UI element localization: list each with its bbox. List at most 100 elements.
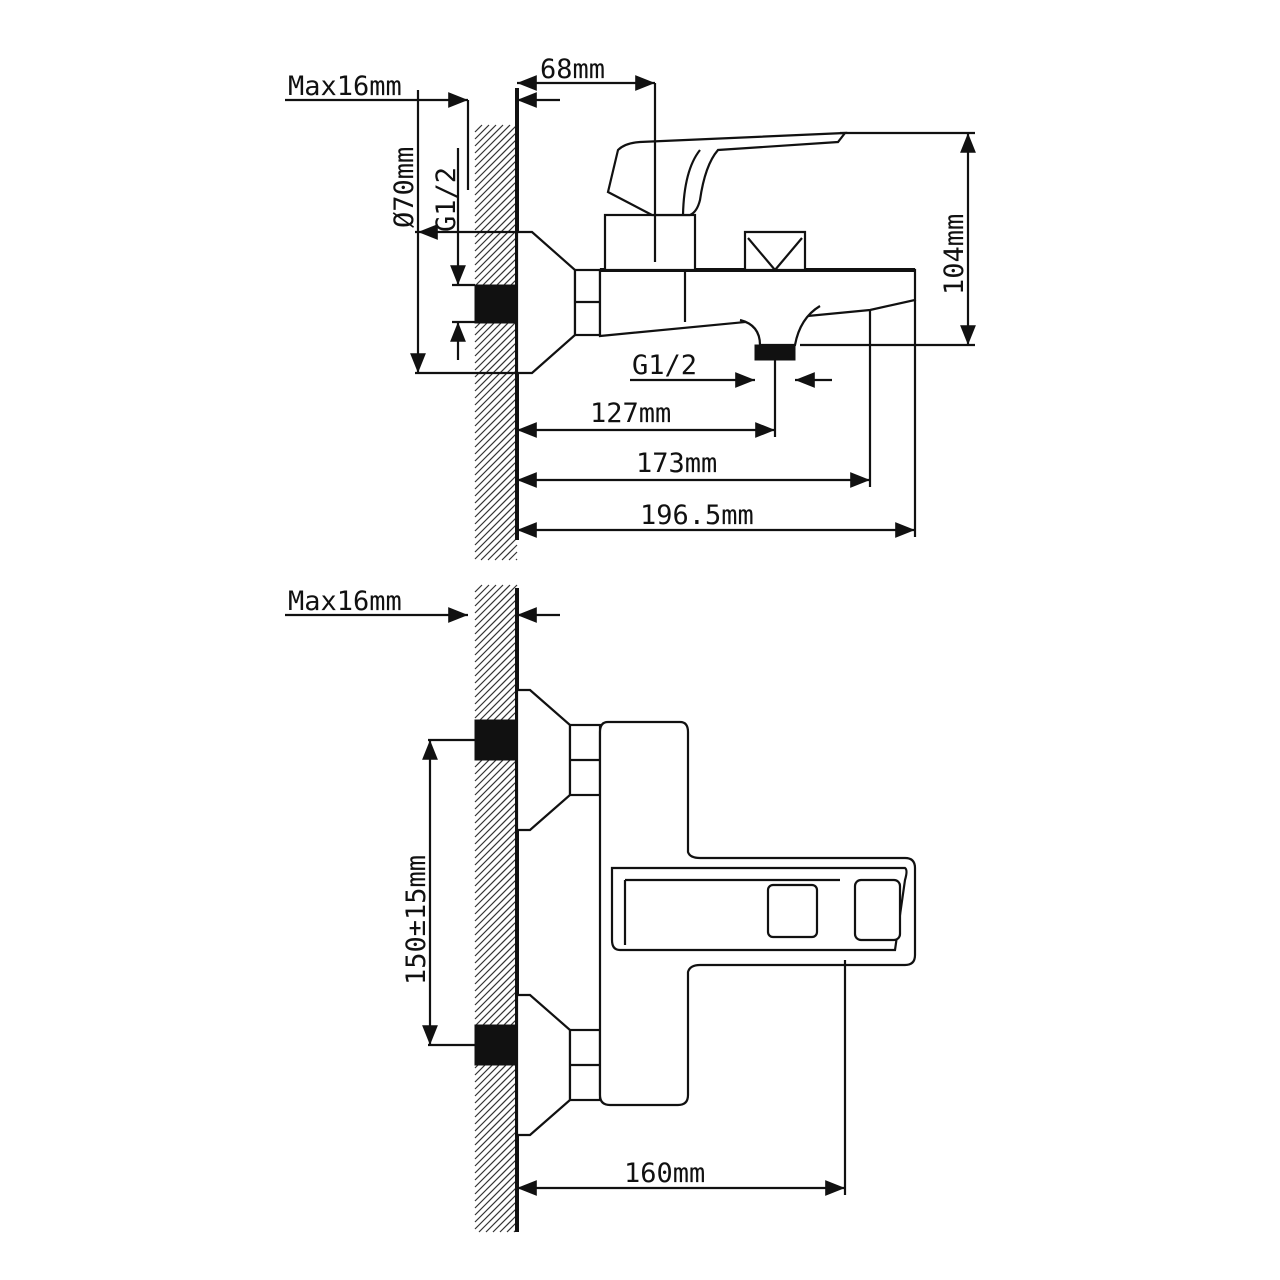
hatch-line xyxy=(474,584,497,607)
escutcheon-diameter-label: Ø70mm xyxy=(389,147,420,228)
hatch-line xyxy=(474,983,518,1027)
handle-offset-label: 68mm xyxy=(540,54,605,85)
hatch-line xyxy=(474,829,518,873)
side-view: Max16mm 68mm Ø70mm G1/2 104mm G1/2 127mm… xyxy=(285,54,976,561)
hatch-line xyxy=(474,124,518,168)
escutcheon-lower xyxy=(515,993,572,1137)
hatch-line xyxy=(474,794,518,838)
hatch-line xyxy=(474,1116,518,1160)
hatch-line xyxy=(474,327,518,371)
hatch-line xyxy=(474,145,518,189)
hatch-line xyxy=(474,152,518,196)
hatch-line xyxy=(474,369,518,413)
hatch-line xyxy=(474,612,518,656)
hatch-line xyxy=(474,857,518,901)
wall-inlet-block xyxy=(474,284,518,324)
hatch-line xyxy=(474,124,504,154)
outlet-thread-block xyxy=(754,344,796,361)
hatch-line xyxy=(474,124,497,147)
hatch-line xyxy=(515,558,518,561)
hatch-line xyxy=(474,187,518,231)
mixer-body-top xyxy=(598,720,917,1107)
hatch-line xyxy=(474,1081,518,1125)
hatch-line xyxy=(474,1165,518,1209)
hatch-line xyxy=(474,215,518,259)
hatch-line xyxy=(474,1158,518,1202)
hatch-line xyxy=(474,584,511,621)
diverter-square xyxy=(766,883,819,939)
hatch-line xyxy=(474,1130,518,1174)
hatch-line xyxy=(474,481,518,525)
hatch-line xyxy=(474,1172,518,1216)
hatch-line xyxy=(474,584,490,600)
hatch-line xyxy=(474,941,518,985)
hatch-line xyxy=(474,864,518,908)
hatch-line xyxy=(474,474,518,518)
hatch-line xyxy=(474,138,518,182)
hatch-line xyxy=(474,131,518,175)
hatch-line xyxy=(474,1123,518,1167)
hatch-line xyxy=(474,173,518,217)
hatch-line xyxy=(474,166,518,210)
lever-end-square xyxy=(853,878,902,942)
hatch-line xyxy=(478,1193,518,1233)
hatch-line xyxy=(474,822,518,866)
hatch-line xyxy=(474,976,518,1020)
hatch-line xyxy=(474,124,511,161)
hatch-line xyxy=(474,194,518,238)
hatch-line xyxy=(474,1095,518,1139)
max16-label-bottom: Max16mm xyxy=(288,586,402,617)
hatch-line xyxy=(474,383,518,427)
hatch-line xyxy=(474,605,518,649)
hatch-line xyxy=(474,1109,518,1153)
hatch-line xyxy=(474,654,518,698)
hatch-line xyxy=(474,962,518,1006)
hatch-line xyxy=(474,1067,518,1111)
hatch-line xyxy=(474,1144,518,1188)
hatch-line xyxy=(474,647,518,691)
hatch-line xyxy=(474,948,518,992)
outlet-distance-label: 127mm xyxy=(590,398,671,429)
hatch-line xyxy=(474,927,518,971)
hatch-line xyxy=(474,180,518,224)
hatch-line xyxy=(474,432,518,476)
hatch-line xyxy=(474,1186,518,1230)
hatch-line xyxy=(474,871,518,915)
total-length-label: 196.5mm xyxy=(640,500,754,531)
hatch-line xyxy=(474,516,518,560)
diverter-knob xyxy=(743,230,807,272)
hatch-line xyxy=(474,584,483,593)
hatch-line xyxy=(474,341,518,385)
hatch-line xyxy=(474,348,518,392)
hatch-line xyxy=(474,502,518,546)
hatch-line xyxy=(474,397,518,441)
hatch-line xyxy=(474,243,518,287)
escutcheon-upper xyxy=(515,688,572,832)
hatch-line xyxy=(508,551,518,561)
inlet-block-lower xyxy=(474,1024,518,1066)
wall-hatching-bottom xyxy=(474,584,518,1233)
hatch-line xyxy=(474,766,518,810)
inlet-spacing-label: 150±15mm xyxy=(401,855,432,985)
hatch-line xyxy=(474,591,518,635)
handle-lever xyxy=(606,131,848,217)
hatch-line xyxy=(474,495,518,539)
hatch-line xyxy=(487,530,518,561)
hatch-line xyxy=(474,682,518,726)
hatch-line xyxy=(474,780,518,824)
hatch-line xyxy=(474,661,518,705)
hatch-line xyxy=(474,668,518,712)
hatch-line xyxy=(474,439,518,483)
hatch-line xyxy=(474,453,518,497)
hatch-line xyxy=(474,773,518,817)
hatch-line xyxy=(474,969,518,1013)
hatch-line xyxy=(474,633,518,677)
hatch-line xyxy=(480,523,518,561)
hatch-line xyxy=(474,390,518,434)
inlet-block-upper xyxy=(474,719,518,761)
inlet-thread-label: G1/2 xyxy=(431,167,462,232)
outlet-thread-label: G1/2 xyxy=(632,350,697,381)
hatch-line xyxy=(474,201,518,245)
hatch-line xyxy=(474,850,518,894)
hatch-line xyxy=(474,509,518,553)
